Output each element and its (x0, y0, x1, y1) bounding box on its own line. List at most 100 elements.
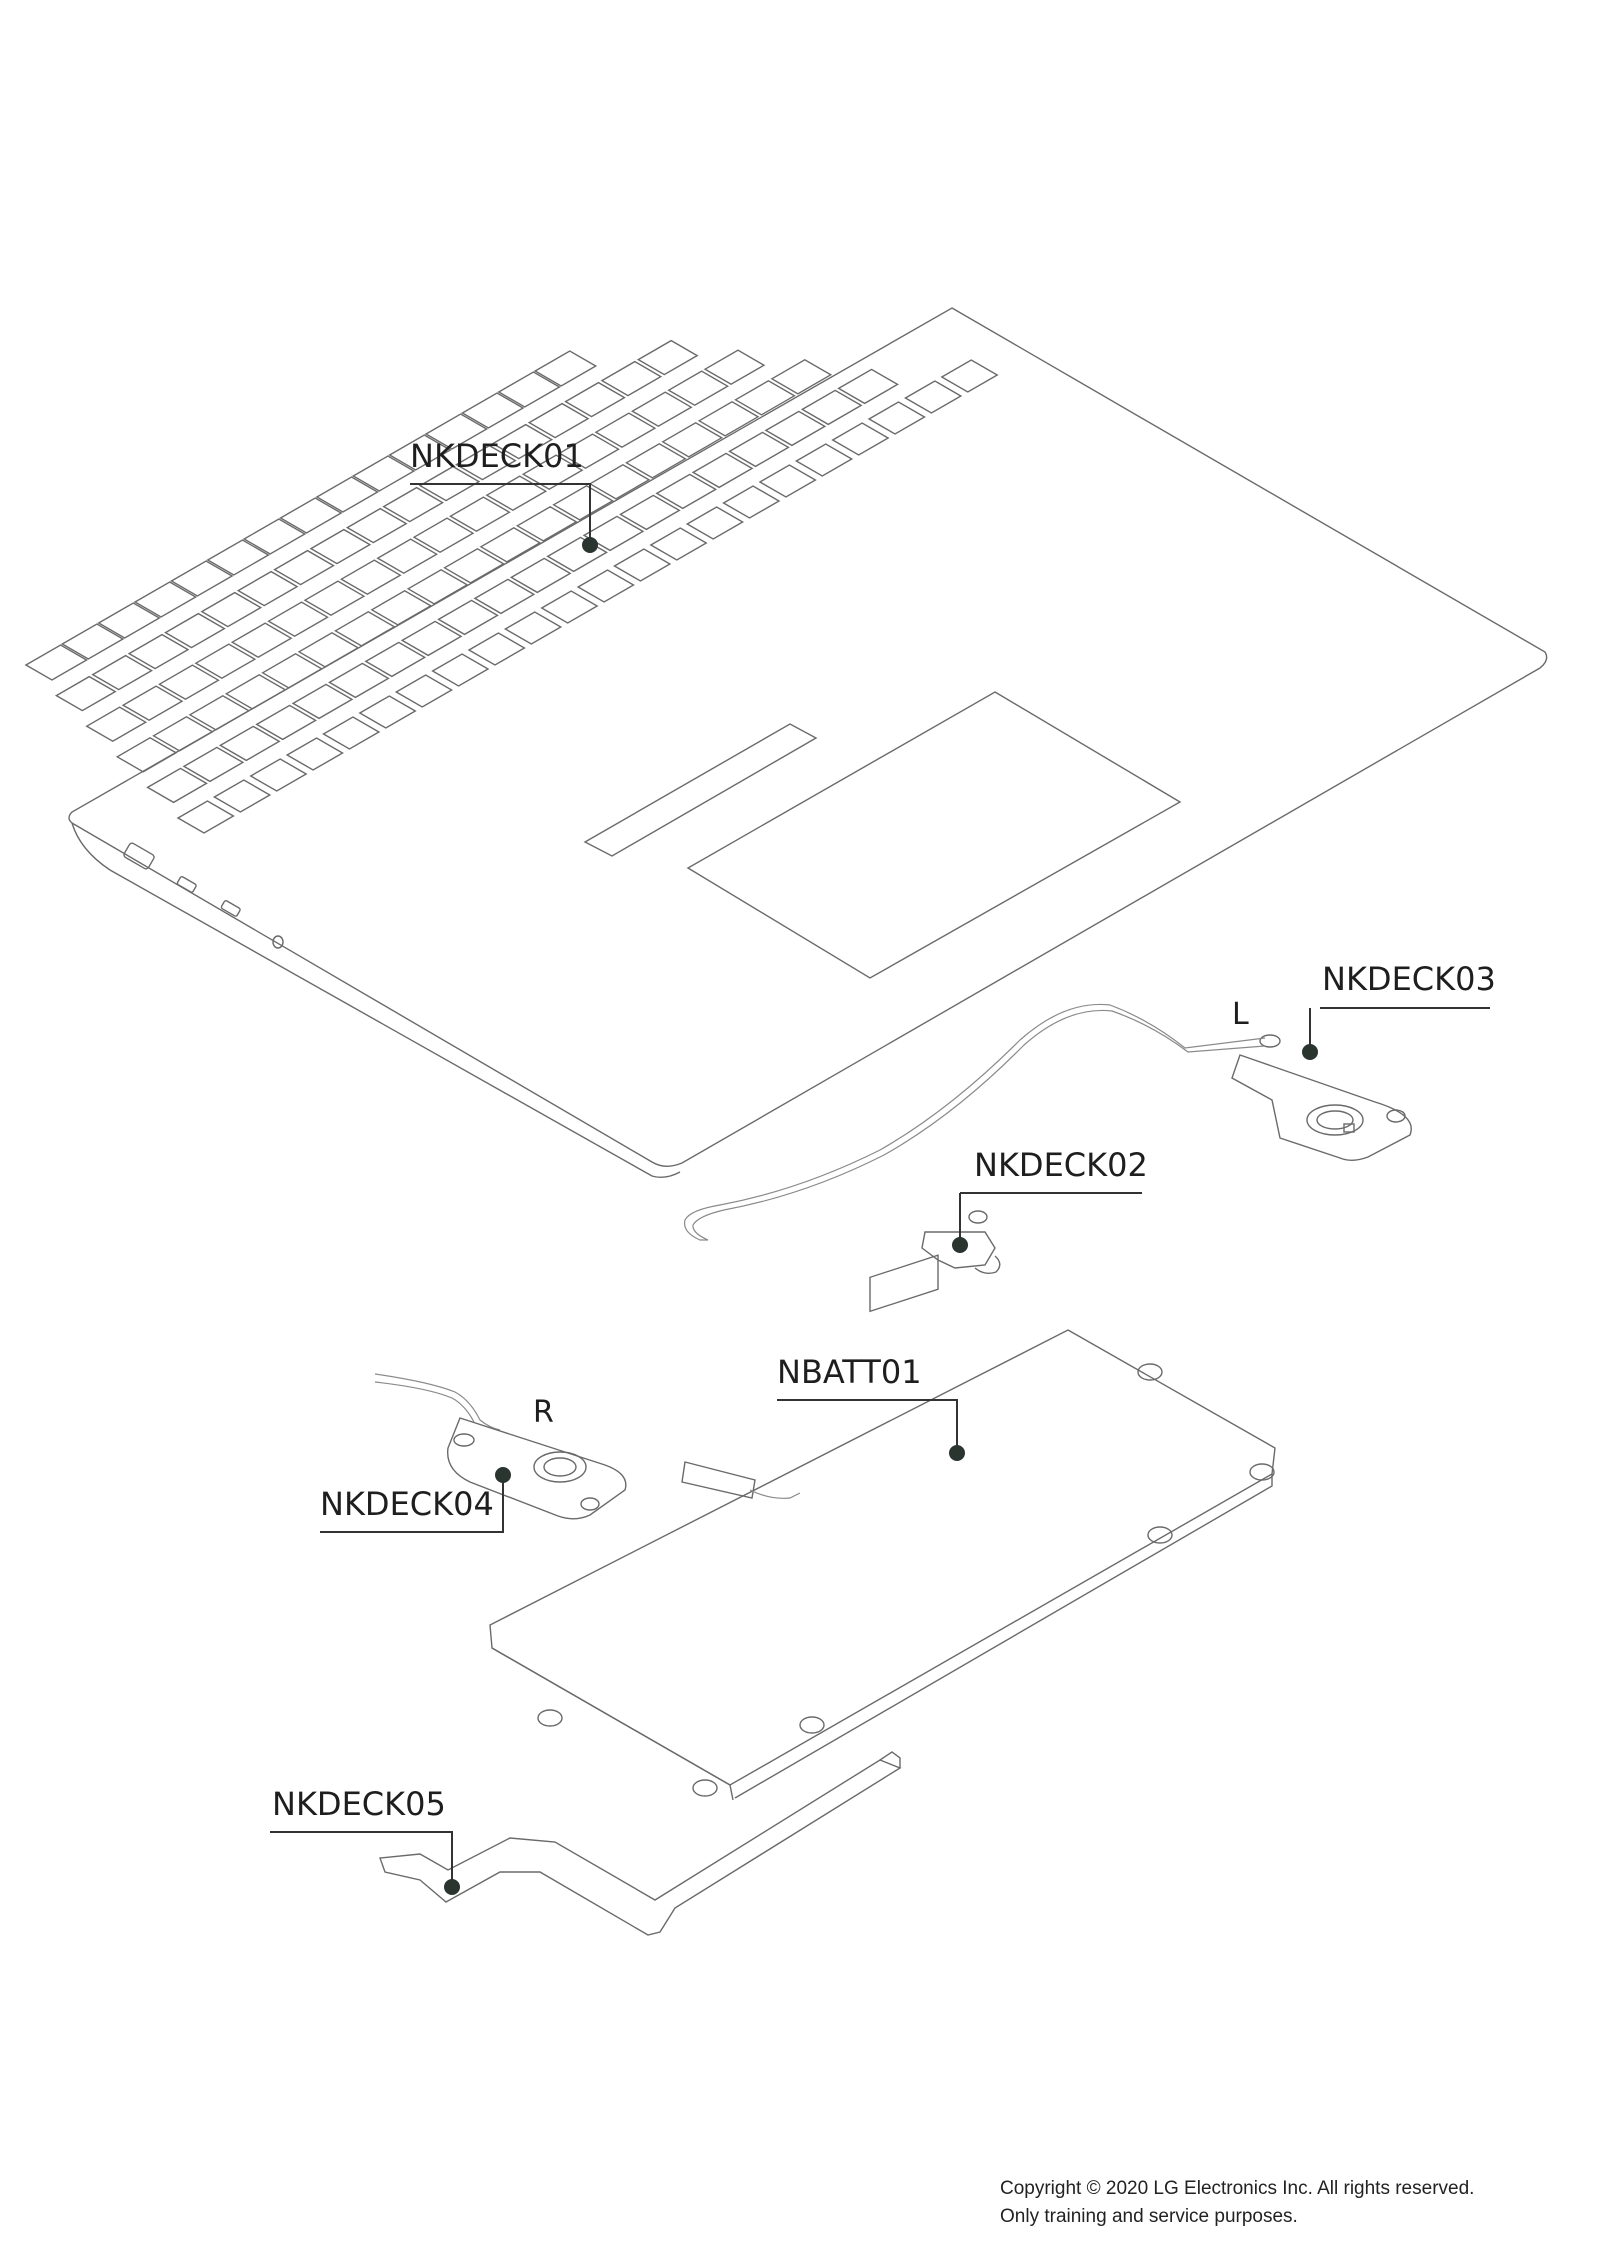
copyright-line-1: Copyright © 2020 LG Electronics Inc. All… (1000, 2178, 1475, 2199)
key (97, 602, 161, 639)
key (224, 673, 287, 710)
key (703, 349, 766, 386)
leader-lines (270, 483, 1490, 1895)
key (394, 674, 454, 708)
key (509, 557, 572, 594)
key (564, 381, 626, 418)
key (515, 505, 578, 542)
key (133, 581, 198, 618)
key (758, 464, 817, 498)
key (661, 421, 724, 458)
left-speaker (1231, 1034, 1412, 1161)
key (443, 547, 505, 584)
key (837, 368, 899, 405)
key (146, 767, 208, 804)
key (194, 643, 257, 680)
key (527, 402, 590, 439)
key (600, 360, 663, 397)
key (667, 370, 730, 407)
key (503, 611, 563, 645)
key (406, 568, 469, 605)
key (279, 497, 343, 534)
key (728, 431, 790, 468)
key (230, 622, 293, 659)
key (212, 779, 272, 813)
key (24, 644, 88, 681)
key (54, 675, 117, 712)
key (358, 695, 417, 729)
key (685, 506, 745, 540)
key (552, 484, 614, 521)
key (400, 620, 463, 657)
bracket (921, 1210, 1001, 1275)
key (242, 518, 307, 555)
key (127, 633, 190, 670)
callout-nkdeck05: NKDECK05 (272, 1785, 446, 1823)
battery-pack (489, 1254, 1276, 1801)
key (91, 654, 154, 691)
key (437, 599, 499, 636)
key (449, 496, 511, 533)
key (431, 653, 490, 687)
key (315, 476, 379, 513)
key (479, 526, 542, 563)
key (291, 683, 354, 720)
key (345, 507, 408, 544)
side-label-left: L (1232, 997, 1249, 1032)
key (619, 494, 681, 531)
key (867, 401, 926, 435)
key (636, 339, 699, 376)
key (734, 379, 796, 416)
key (831, 422, 890, 456)
key (588, 463, 651, 500)
key (418, 465, 481, 502)
key (267, 601, 329, 638)
key (188, 694, 251, 731)
key (649, 527, 708, 561)
key (940, 359, 999, 393)
key (328, 662, 390, 699)
key (164, 612, 226, 649)
flex-cable (379, 1751, 902, 1936)
key (497, 371, 561, 408)
key (218, 725, 281, 762)
key (255, 704, 317, 741)
key (485, 475, 548, 512)
key (412, 517, 475, 554)
key (533, 350, 598, 387)
key (334, 610, 396, 647)
key (546, 536, 608, 573)
key (60, 623, 125, 660)
key (697, 400, 760, 437)
speaker-cable (683, 1003, 1266, 1241)
callout-nkdeck03: NKDECK03 (1322, 960, 1496, 998)
top-case-deck (24, 307, 1548, 1179)
space-bar (583, 723, 818, 857)
key (491, 423, 554, 460)
key (613, 548, 672, 582)
key (297, 631, 360, 668)
key (121, 685, 184, 722)
callout-nkdeck02: NKDECK02 (974, 1146, 1148, 1184)
key (322, 716, 381, 750)
key (624, 442, 687, 479)
key (376, 538, 439, 575)
key (473, 578, 536, 615)
key (309, 528, 372, 565)
key (655, 473, 718, 510)
key (770, 358, 833, 395)
key (273, 549, 335, 586)
key (170, 560, 234, 597)
side-label-right: R (533, 1395, 554, 1430)
key (630, 391, 693, 428)
key (158, 664, 220, 701)
key (467, 632, 526, 666)
key (461, 392, 525, 429)
key (764, 410, 827, 447)
key (455, 444, 517, 481)
callout-nkdeck04: NKDECK04 (320, 1485, 494, 1523)
key (388, 434, 452, 471)
key (364, 641, 427, 678)
key (904, 380, 963, 414)
